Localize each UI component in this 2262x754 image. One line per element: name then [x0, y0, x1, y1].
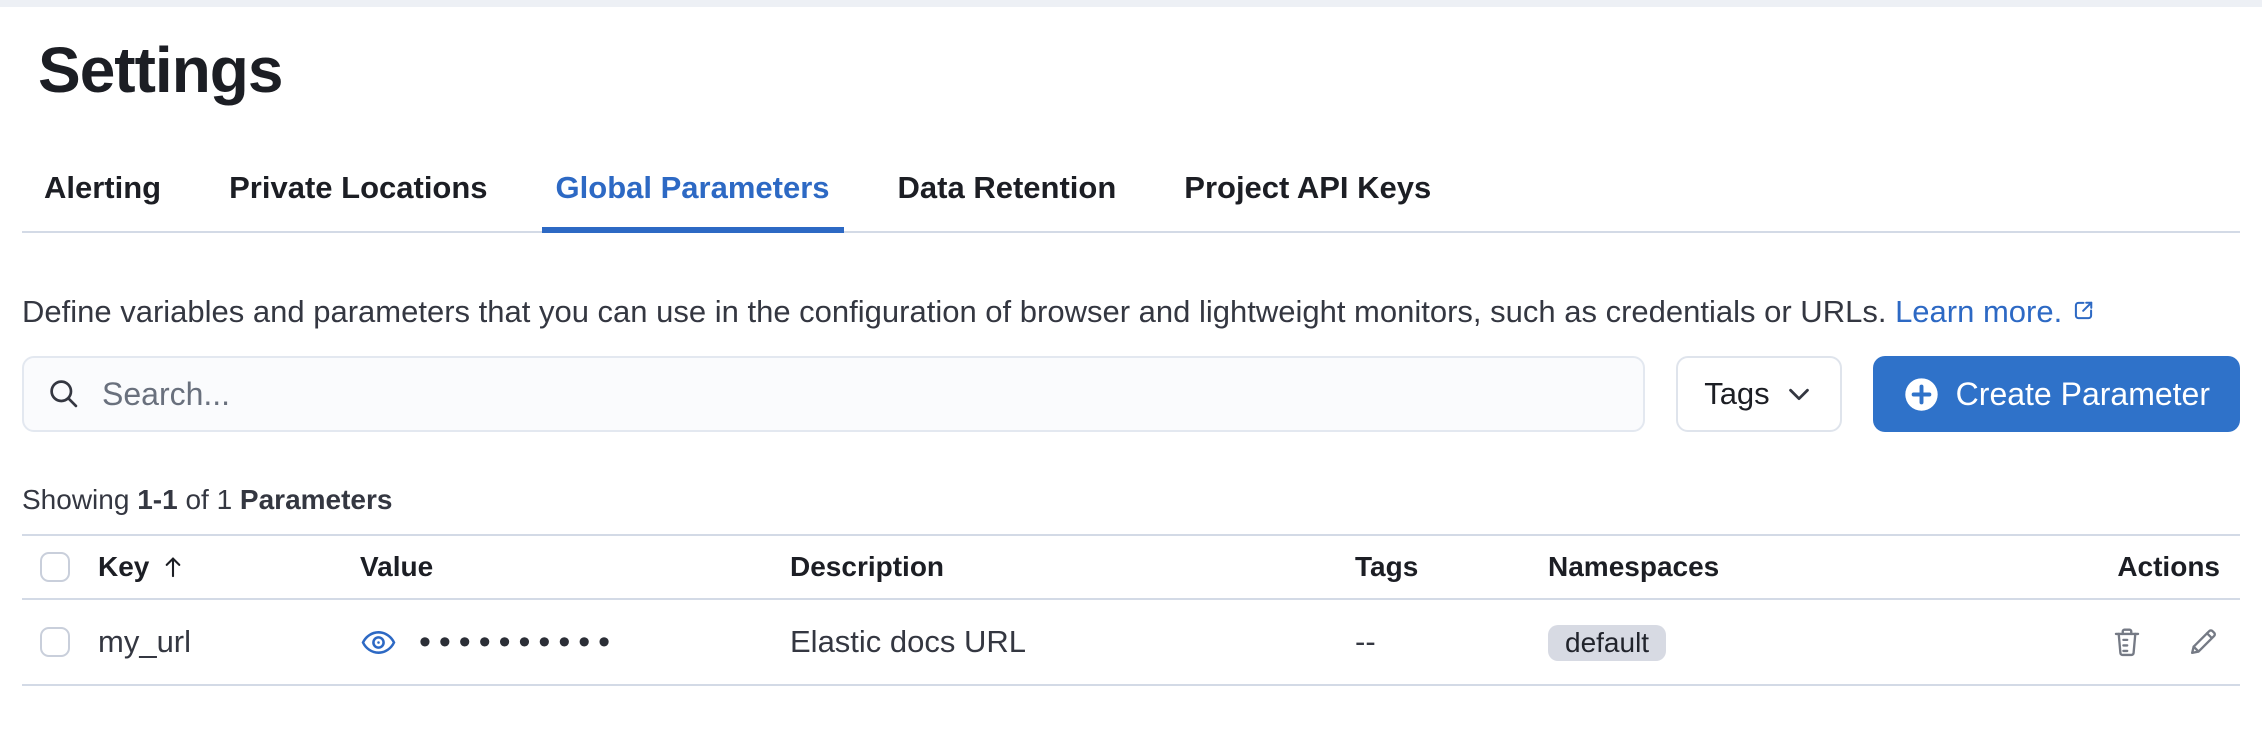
page-description: Define variables and parameters that you…	[22, 287, 2240, 336]
chevron-down-icon	[1784, 379, 1814, 409]
tab-private-locations[interactable]: Private Locations	[229, 170, 488, 205]
eye-icon[interactable]	[360, 624, 397, 661]
header-tags: Tags	[1355, 551, 1419, 582]
header-key-label: Key	[98, 551, 150, 582]
tags-filter-label: Tags	[1704, 376, 1770, 411]
window-top-edge	[0, 0, 2262, 7]
row-value-cell: ••••••••••	[352, 624, 790, 661]
search-input[interactable]	[102, 375, 1622, 413]
row-description-cell: Elastic docs URL	[790, 624, 1027, 659]
row-tags-cell: --	[1355, 624, 1376, 659]
row-key-cell: my_url	[98, 624, 192, 659]
page-title: Settings	[38, 34, 283, 106]
tab-project-api-keys[interactable]: Project API Keys	[1184, 170, 1432, 205]
parameters-table: Key Value Description Tags Namespaces Ac…	[22, 534, 2240, 686]
table-row: my_url •••••••••• Elastic docs URL -- de…	[22, 600, 2240, 686]
toolbar: Tags Create Parameter	[22, 356, 2240, 432]
search-icon	[46, 376, 82, 412]
settings-page: Settings Alerting Private Locations Glob…	[0, 31, 2262, 686]
create-parameter-button[interactable]: Create Parameter	[1872, 356, 2240, 432]
header-value: Value	[360, 551, 434, 582]
summary-prefix: Showing	[22, 484, 130, 515]
edit-icon[interactable]	[2186, 625, 2220, 659]
tab-data-retention[interactable]: Data Retention	[897, 170, 1117, 205]
row-actions-cell	[2090, 625, 2240, 659]
masked-value: ••••••••••	[419, 623, 619, 661]
sort-ascending-icon	[159, 553, 187, 581]
plus-in-circle-icon	[1903, 376, 1940, 413]
tab-alerting[interactable]: Alerting	[44, 170, 162, 205]
search-box[interactable]	[22, 356, 1646, 432]
external-link-icon	[2070, 289, 2097, 320]
table-header-row: Key Value Description Tags Namespaces Ac…	[22, 534, 2240, 600]
tab-global-parameters[interactable]: Global Parameters	[541, 165, 844, 233]
namespace-badge: default	[1548, 624, 1667, 661]
header-actions: Actions	[2117, 551, 2220, 582]
select-all-checkbox[interactable]	[40, 552, 70, 582]
row-checkbox[interactable]	[40, 627, 70, 657]
row-checkbox-cell	[22, 627, 98, 657]
summary-entity: Parameters	[239, 484, 393, 515]
header-checkbox-cell	[22, 552, 98, 582]
header-description: Description	[790, 551, 945, 582]
learn-more-link[interactable]: Learn more.	[1895, 294, 2063, 329]
summary-range: 1-1	[137, 484, 178, 515]
settings-tabs: Alerting Private Locations Global Parame…	[22, 165, 2240, 233]
tags-filter-button[interactable]: Tags	[1676, 356, 1842, 432]
header-namespaces: Namespaces	[1548, 551, 1720, 582]
results-summary: Showing 1-1 of 1 Parameters	[22, 484, 2240, 516]
description-text: Define variables and parameters that you…	[22, 294, 1887, 329]
summary-of: of 1	[185, 484, 233, 515]
create-parameter-label: Create Parameter	[1955, 375, 2210, 412]
delete-icon[interactable]	[2110, 625, 2144, 659]
row-namespaces-cell: default	[1548, 624, 2090, 661]
header-key[interactable]: Key	[98, 551, 352, 583]
